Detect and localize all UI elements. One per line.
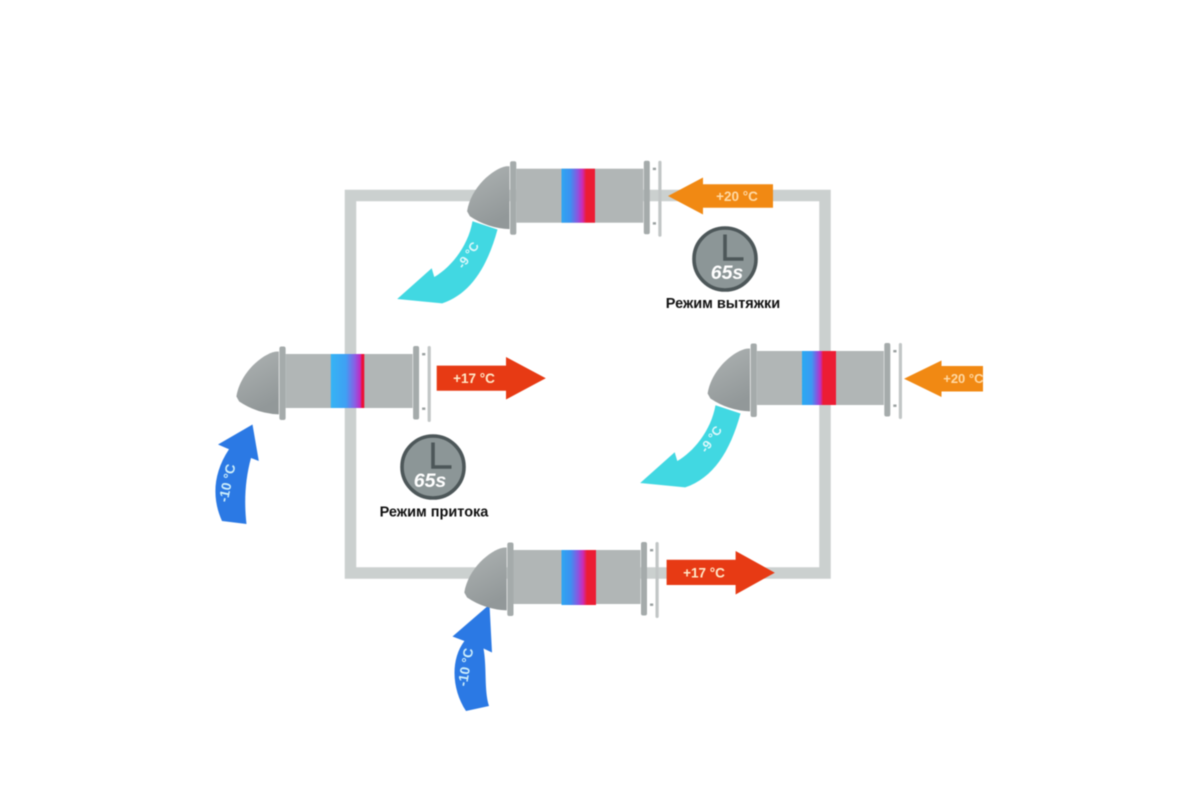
- svg-text:65s: 65s: [414, 470, 447, 492]
- svg-text:Режим вытяжки: Режим вытяжки: [666, 296, 780, 312]
- svg-text:-10 °C: -10 °C: [455, 647, 476, 688]
- svg-text:65s: 65s: [711, 262, 744, 284]
- svg-text:+17 °C: +17 °C: [453, 371, 495, 386]
- svg-text:+17 °C: +17 °C: [683, 565, 725, 580]
- svg-text:+20 °C: +20 °C: [716, 189, 758, 204]
- svg-text:+20 °C: +20 °C: [943, 371, 984, 386]
- svg-text:Режим притока: Режим притока: [380, 505, 490, 521]
